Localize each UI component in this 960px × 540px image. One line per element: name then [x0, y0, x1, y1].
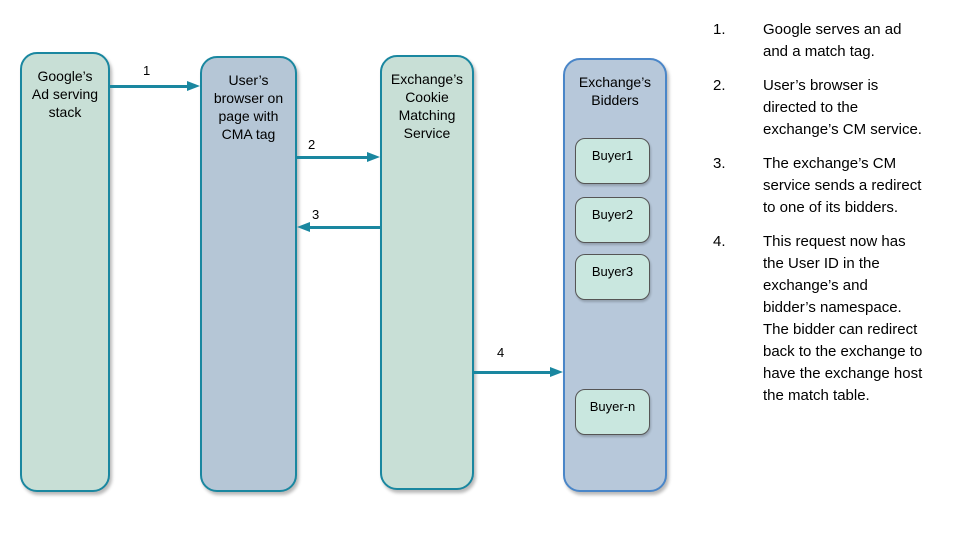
- arrow-step1-right-icon: [110, 81, 200, 92]
- arrow-head-icon: [297, 222, 310, 232]
- node-buyer3: Buyer3: [575, 254, 650, 300]
- step-text: This request now has the User ID in the …: [763, 233, 923, 404]
- step-number: 2.: [713, 77, 726, 94]
- step-text: Google serves an ad and a match tag.: [763, 21, 902, 60]
- arrow-step2-right-icon: [297, 152, 380, 163]
- node-exchange-bidders: Exchange’s Bidders Buyer1 Buyer2 Buyer3 …: [563, 58, 667, 492]
- node-label: Google’s Ad serving stack: [31, 68, 99, 120]
- arrow-head-icon: [187, 81, 200, 91]
- arrow-shaft: [297, 156, 369, 159]
- node-label: User’s browser on page with CMA tag: [213, 72, 284, 142]
- list-item-step3: 3. The exchange’s CM service sends a red…: [713, 153, 953, 219]
- step-text: The exchange’s CM service sends a redire…: [763, 155, 922, 216]
- list-item-step1: 1. Google serves an ad and a match tag.: [713, 19, 953, 63]
- arrow-label-4: 4: [497, 345, 505, 360]
- arrow-head-icon: [367, 152, 380, 162]
- node-buyer1: Buyer1: [575, 138, 650, 184]
- buyer-label: Buyer-n: [589, 399, 636, 414]
- arrow-shaft: [110, 85, 189, 88]
- step-number: 3.: [713, 155, 726, 172]
- node-label: Exchange’s Cookie Matching Service: [390, 71, 464, 141]
- arrow-step3-left-icon: [297, 222, 380, 233]
- arrow-label-3: 3: [312, 207, 320, 222]
- step-text: User’s browser is directed to the exchan…: [763, 77, 922, 138]
- arrow-head-icon: [550, 367, 563, 377]
- step-list: 1. Google serves an ad and a match tag. …: [713, 19, 953, 419]
- node-buyer2: Buyer2: [575, 197, 650, 243]
- buyer-label: Buyer3: [591, 264, 634, 279]
- arrow-label-1: 1: [143, 63, 151, 78]
- arrow-label-2: 2: [308, 137, 316, 152]
- node-label: Exchange’s Bidders: [578, 74, 652, 108]
- node-buyer-n: Buyer-n: [575, 389, 650, 435]
- list-item-step2: 2. User’s browser is directed to the exc…: [713, 75, 953, 141]
- arrow-step4-right-icon: [474, 367, 563, 378]
- node-cookie-matching-service: Exchange’s Cookie Matching Service: [380, 55, 474, 490]
- buyer-label: Buyer2: [591, 207, 634, 222]
- node-google-ad-serving-stack: Google’s Ad serving stack: [20, 52, 110, 492]
- step-number: 4.: [713, 233, 726, 250]
- buyer-label: Buyer1: [591, 148, 634, 163]
- list-item-step4: 4. This request now has the User ID in t…: [713, 231, 953, 407]
- step-number: 1.: [713, 21, 726, 38]
- arrow-shaft: [308, 226, 380, 229]
- arrow-shaft: [474, 371, 552, 374]
- node-users-browser: User’s browser on page with CMA tag: [200, 56, 297, 492]
